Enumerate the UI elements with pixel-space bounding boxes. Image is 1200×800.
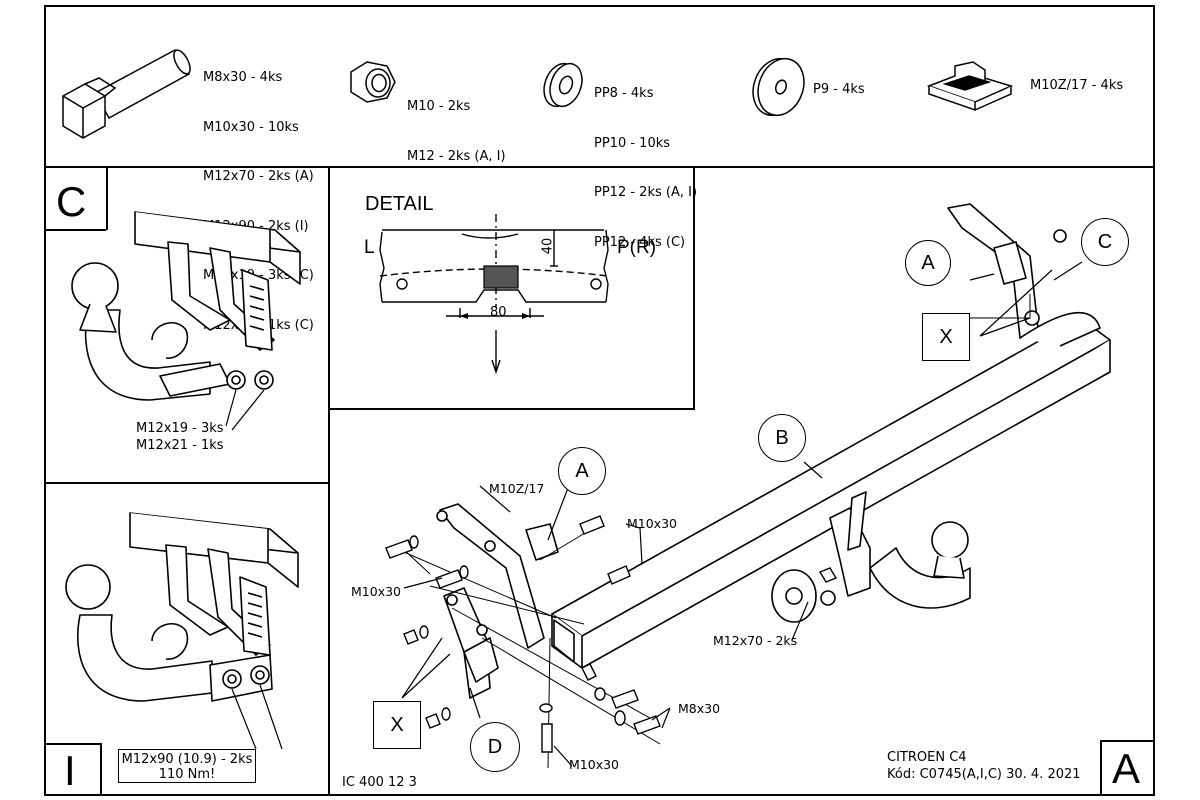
main-exploded-towbar-drawing xyxy=(385,203,1111,769)
corner-letter-a: A xyxy=(1112,745,1141,792)
callout-x-bottom: X xyxy=(373,701,421,749)
bolt-line: M12x70 - 2ks (A) xyxy=(203,169,314,184)
label-m10x30-left: M10x30 xyxy=(351,584,401,599)
cage-nut-clip-icon xyxy=(926,61,1014,112)
towbar-assembly-i-drawing xyxy=(65,512,299,750)
footer-kod: Kód: C0745(A,I,C) 30. 4. 2021 xyxy=(887,767,1081,782)
panel-c-letter: C xyxy=(56,178,87,225)
nut-line: M10 - 2ks xyxy=(407,99,471,114)
detail-title: DETAIL xyxy=(365,193,434,215)
panel-c-i-divider xyxy=(44,482,330,484)
label-m10z: M10Z/17 xyxy=(489,481,545,496)
panel-c-letter-box-h xyxy=(44,229,106,231)
corner-a-box-v xyxy=(1100,740,1102,796)
panel-i-letter-box-h xyxy=(44,743,100,745)
towbar-assembly-c-drawing xyxy=(71,211,301,431)
callout-b: B xyxy=(758,414,806,462)
panel-c-letter-box-v xyxy=(106,166,108,230)
washers-list: PP8 - 4ks PP10 - 10ks PP12 - 2ks (A, I) … xyxy=(594,53,697,268)
nuts-list: M10 - 2ks M12 - 2ks (A, I) xyxy=(407,66,506,182)
detail-bumper-section xyxy=(379,214,609,375)
footer-drawing-code: IC 400 12 3 xyxy=(342,775,417,790)
detail-dim-80: 80 xyxy=(490,305,507,320)
torque-line-2: 110 Nm! xyxy=(158,767,216,782)
label-m8x30: M8x30 xyxy=(678,701,721,716)
callout-x-top: X xyxy=(922,313,970,361)
nut-line: M12 - 2ks (A, I) xyxy=(407,148,506,164)
panel-c-bolt-label-1: M12x19 - 3ks xyxy=(136,421,224,436)
callout-d: D xyxy=(470,722,520,772)
footer-car-model: CITROEN C4 xyxy=(887,750,967,765)
bolt-line: M10x30 - 10ks xyxy=(203,119,299,135)
corner-a-box-h xyxy=(1100,740,1155,742)
torque-line-1: M12x90 (10.9) - 2ks xyxy=(121,752,253,767)
large-washer-icon xyxy=(752,57,805,117)
drawing-frame xyxy=(44,5,1155,796)
torque-box: M12x90 (10.9) - 2ks 110 Nm! xyxy=(118,749,256,783)
washer-icon xyxy=(543,62,583,108)
detail-box-bottom xyxy=(328,408,695,410)
panel-c-bolt-label-2: M12x21 - 1ks xyxy=(136,438,224,453)
clip-label: M10Z/17 - 4ks xyxy=(1030,78,1124,93)
detail-box-right xyxy=(693,166,695,409)
washer-line: PP12 - 4ks (C) xyxy=(594,234,686,250)
label-m12x70: M12x70 - 2ks xyxy=(713,633,798,648)
callout-c-top: C xyxy=(1081,218,1129,266)
panel-i-letter-box-v xyxy=(100,743,102,796)
washer-line: PP10 - 10ks xyxy=(594,135,671,151)
detail-left-label: L xyxy=(364,237,375,258)
label-m10x30-right: M10x30 xyxy=(627,516,677,531)
header-divider xyxy=(44,166,1155,168)
washer-line: PP8 - 4ks xyxy=(594,86,654,101)
hex-nut-icon xyxy=(350,61,396,103)
large-washer-label: P9 - 4ks xyxy=(813,82,865,97)
washer-line: PP12 - 2ks (A, I) xyxy=(594,185,698,200)
callout-a-top: A xyxy=(905,240,951,286)
bolt-icon xyxy=(62,48,191,139)
left-column-divider xyxy=(328,166,330,796)
panel-i-letter: I xyxy=(64,747,76,794)
label-m10x30-bottom: M10x30 xyxy=(569,757,619,772)
callout-a-mid: A xyxy=(558,447,606,495)
detail-right-label: P(R) xyxy=(617,237,657,258)
bolt-line: M8x30 - 4ks xyxy=(203,70,283,85)
